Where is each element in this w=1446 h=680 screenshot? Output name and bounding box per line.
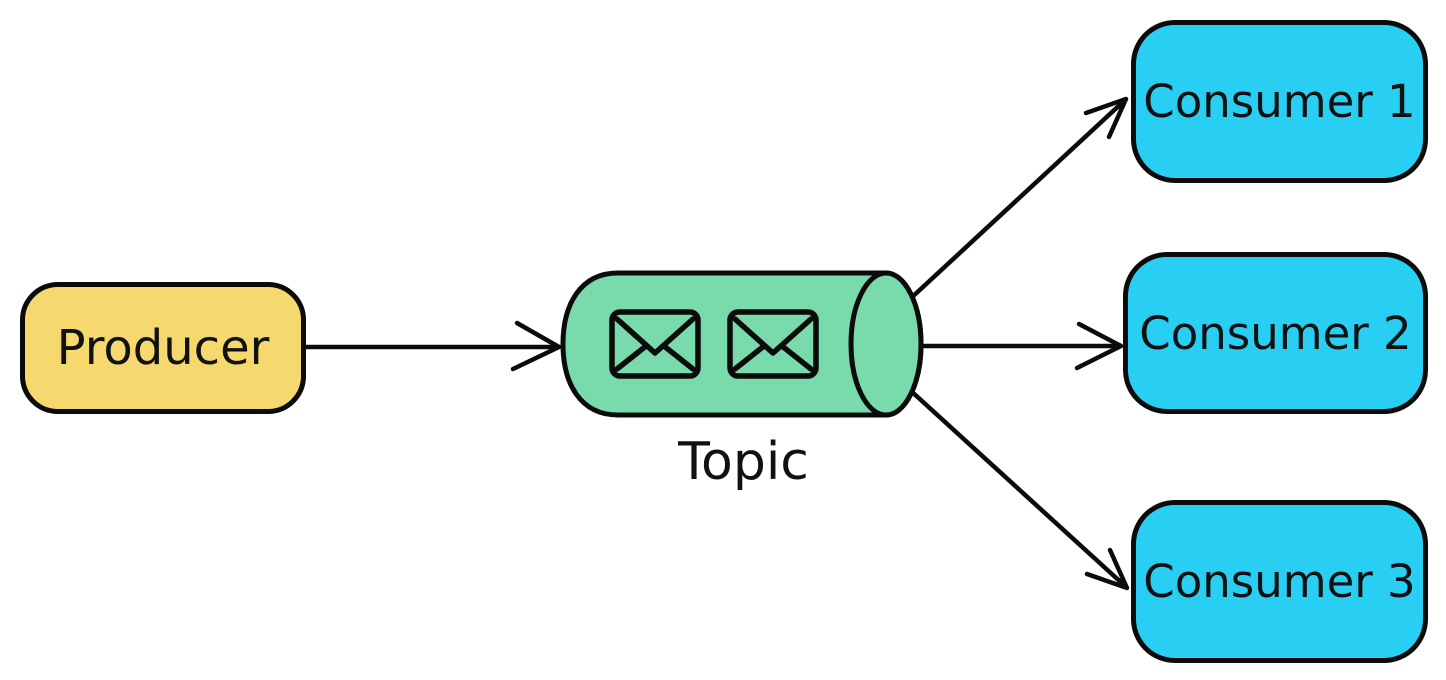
- arrowhead-icon: [1083, 96, 1129, 140]
- edge-topic-to-consumer-3: [908, 388, 1130, 591]
- consumer-2-label: Consumer 2: [1139, 306, 1412, 360]
- envelope-icon: [727, 309, 819, 379]
- edge-line: [907, 98, 1127, 302]
- arrowhead-icon: [1074, 321, 1124, 371]
- edge-topic-to-consumer-1: [907, 96, 1129, 302]
- arrowhead-icon: [510, 320, 562, 372]
- consumer-node-2: Consumer 2: [1123, 252, 1428, 414]
- consumer-node-3: Consumer 3: [1131, 500, 1428, 663]
- topic-label: Topic: [678, 432, 809, 492]
- edge-line: [908, 388, 1128, 589]
- producer-label: Producer: [56, 320, 270, 376]
- consumer-1-label: Consumer 1: [1143, 75, 1416, 128]
- edge-topic-to-consumer-2: [921, 321, 1124, 371]
- envelope-icon: [609, 309, 701, 379]
- consumer-3-label: Consumer 3: [1143, 555, 1416, 608]
- consumer-node-1: Consumer 1: [1131, 20, 1428, 183]
- arrowhead-icon: [1084, 547, 1130, 591]
- edge-producer-to-topic: [304, 320, 562, 372]
- topic-cylinder-rim: [848, 270, 924, 418]
- topic-cylinder: [560, 270, 924, 418]
- producer-node: Producer: [20, 282, 306, 414]
